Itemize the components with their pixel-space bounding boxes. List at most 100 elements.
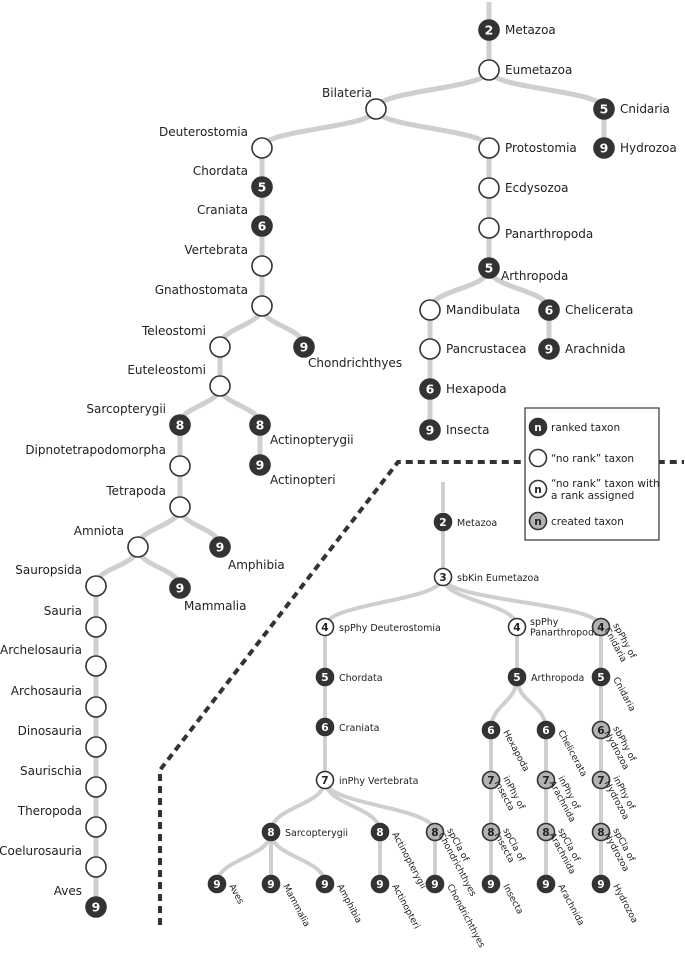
left-node-gnathostomata-label: Gnathostomata [155, 283, 248, 297]
right-node-r-arachnida-marker [536, 874, 556, 894]
left-node-actinopteri-rank: 9 [256, 458, 265, 473]
left-node-saurischia-label: Saurischia [20, 764, 82, 778]
right-node-r-inphy-insecta-rank: 7 [487, 774, 494, 787]
left-node-mandibulata-marker [419, 299, 441, 321]
right-node-r-arthropoda-marker [507, 667, 527, 687]
left-node-aves-label: Aves [54, 884, 82, 898]
left-node-teleostomi: Teleostomi [141, 324, 231, 358]
left-node-deuterostomia-marker [251, 137, 273, 159]
left-node-vertebrata-label: Vertebrata [184, 243, 248, 257]
left-node-aves-rank: 9 [92, 900, 101, 915]
left-node-sauropsida-label: Sauropsida [15, 563, 82, 577]
right-node-r-sbphy-hydrozoa-marker [591, 720, 611, 740]
left-node-protostomia-label: Protostomia [505, 141, 577, 155]
legend-item-norank-marker [528, 448, 548, 468]
left-node-arachnida-label: Arachnida [565, 342, 626, 356]
right-node-r-sarcopterygii-marker [261, 822, 281, 842]
right-node-r-hydrozoa-rank: 9 [597, 878, 604, 891]
left-node-chordata-marker [251, 176, 273, 198]
right-node-r-arachnida-rank: 9 [542, 878, 549, 891]
left-node-craniata-rank: 6 [258, 219, 267, 234]
left-node-eumetazoa-marker [478, 59, 500, 81]
left-node-bilateria: Bilateria [322, 86, 387, 120]
right-node-r-inphy-hydrozoa-marker [591, 770, 611, 790]
left-node-hexapoda-rank: 6 [426, 382, 435, 397]
left-node-actinopteri-marker [249, 454, 271, 476]
left-node-craniata-label: Craniata [197, 203, 248, 217]
right-node-r-sarcopterygii-label: Sarcopterygii [285, 828, 348, 839]
left-node-mammalia-marker [169, 577, 191, 599]
left-node-saurischia: Saurischia [20, 764, 107, 798]
left-node-gnathostomata: Gnathostomata [155, 283, 273, 317]
left-node-coelurosauria: Coelurosauria [0, 844, 107, 878]
left-node-coelurosauria-label: Coelurosauria [0, 844, 82, 858]
right-node-r-panarthropoda-label-line: spPhy [530, 617, 559, 628]
right-node-r-spcla-insecta-marker [481, 822, 501, 842]
left-node-amphibia-label: Amphibia [228, 558, 285, 572]
left-node-mandibulata-label: Mandibulata [446, 303, 520, 317]
left-node-bilateria-label: Bilateria [322, 86, 372, 100]
right-node-r-actinopteri-rank: 9 [376, 878, 383, 891]
left-node-theropoda-marker [85, 816, 107, 838]
right-node-r-craniata-marker [315, 717, 335, 737]
right-node-r-hydrozoa-marker [591, 874, 611, 894]
legend-item-norank-label: “no rank” taxon [551, 453, 634, 465]
left-node-deuterostomia-label: Deuterostomia [159, 125, 248, 139]
left-node-sarcopterygii-marker [169, 414, 191, 436]
right-node-r-insecta-rank: 9 [487, 878, 494, 891]
left-node-actinopterygii-marker [249, 414, 271, 436]
right-node-r-spcla-chondrichthyes-rank: 8 [431, 826, 438, 839]
right-node-r-spcla-insecta-rank: 8 [487, 826, 494, 839]
right-node-r-mammalia-marker [261, 874, 281, 894]
legend-item-created-label: created taxon [551, 516, 624, 528]
left-node-dinosauria-marker [85, 736, 107, 758]
left-node-metazoa-rank: 2 [485, 23, 494, 38]
left-node-actinopterygii-rank: 8 [256, 418, 265, 433]
right-node-r-eumetazoa-label: sbKin Eumetazoa [457, 573, 539, 584]
left-node-eumetazoa-label: Eumetazoa [505, 63, 572, 77]
right-node-r-amphibia-label: Amphibia [334, 883, 363, 925]
right-node-r-cnidaria-rank: 5 [597, 671, 604, 684]
right-node-r-insecta-marker [481, 874, 501, 894]
right-node-r-amphibia-rank: 9 [321, 878, 328, 891]
right-node-r-cnidaria-marker [591, 667, 611, 687]
right-node-r-metazoa-label: Metazoa [457, 518, 497, 529]
left-node-hydrozoa-label: Hydrozoa [620, 141, 677, 155]
left-node-amniota-label: Amniota [74, 524, 124, 538]
left-node-chondrichthyes-rank: 9 [300, 340, 309, 355]
right-node-r-spphy-cnidaria-label: spPhy ofCnidaria [602, 622, 638, 666]
left-node-euteleostomi: Euteleostomi [127, 363, 231, 397]
right-node-r-eumetazoa-rank: 3 [439, 571, 446, 584]
left-node-hydrozoa-rank: 9 [600, 141, 609, 156]
right-node-r-spcla-hydrozoa-label: spCla ofHydrozoa [602, 827, 640, 874]
left-node-craniata-marker [251, 215, 273, 237]
right-node-r-aves-label: Aves [226, 883, 245, 907]
right-node-r-hydrozoa-label: Hydrozoa [610, 883, 639, 925]
left-node-arthropoda-marker [478, 257, 500, 279]
right-edge-r-eumetazoa-r-panarthropoda [441, 575, 519, 629]
right-node-r-spcla-hydrozoa-rank: 8 [597, 826, 604, 839]
right-node-r-mammalia-rank: 9 [267, 878, 274, 891]
left-node-hexapoda-marker [419, 378, 441, 400]
left-node-dinosauria-label: Dinosauria [18, 724, 82, 738]
left-node-chelicerata-rank: 6 [545, 303, 554, 318]
right-node-r-chordata-label: Chordata [339, 673, 383, 684]
right-node-r-spcla-arachnida-rank: 8 [542, 826, 549, 839]
left-node-sauropsida: Sauropsida [15, 563, 107, 597]
left-node-teleostomi-label: Teleostomi [141, 324, 206, 338]
right-node-r-inphy-insecta-label: inPhy ofInsecta [492, 775, 527, 817]
left-node-chondrichthyes-marker [293, 336, 315, 358]
